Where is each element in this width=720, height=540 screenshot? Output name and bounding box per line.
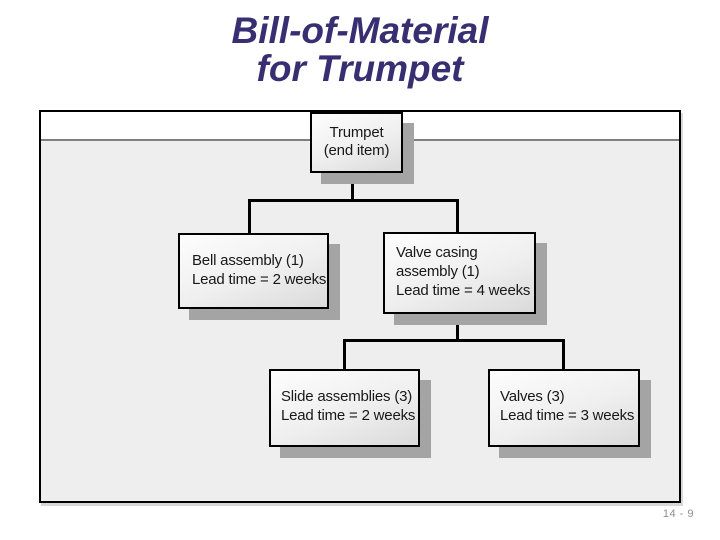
connector-to-valve-casing	[456, 200, 459, 232]
node-label-line: (end item)	[323, 142, 390, 159]
slide-title-line-2: for Trumpet	[256, 48, 464, 89]
slide-title-line-1: Bill-of-Material	[231, 10, 489, 51]
connector-trumpet-down	[351, 173, 354, 201]
node-label-line: Valves (3)	[500, 388, 565, 405]
node-bell-assembly: Bell assembly (1) Lead time = 2 weeks	[178, 233, 329, 309]
connector-to-valves	[562, 340, 565, 369]
node-slide-assemblies: Slide assemblies (3) Lead time = 2 weeks	[269, 369, 420, 447]
slide-title: Bill-of-Material for Trumpet	[0, 12, 720, 88]
node-label-line: Slide assemblies (3)	[281, 388, 413, 405]
node-valve-casing-assembly: Valve casing assembly (1) Lead time = 4 …	[383, 232, 536, 314]
node-label-line: Trumpet	[329, 124, 384, 141]
node-label-line: Bell assembly (1)	[192, 252, 304, 269]
node-label-line: Lead time = 2 weeks	[281, 407, 416, 424]
node-label-line: assembly (1)	[396, 263, 480, 280]
node-trumpet: Trumpet (end item)	[310, 112, 403, 173]
connector-level1-horizontal	[248, 199, 459, 202]
node-label-line: Lead time = 3 weeks	[500, 407, 635, 424]
connector-level2-horizontal	[343, 339, 565, 342]
connector-to-bell-assembly	[248, 200, 251, 233]
connector-valve-casing-down	[456, 310, 459, 342]
connector-to-slide-assemblies	[343, 340, 346, 369]
node-label-line: Lead time = 4 weeks	[396, 282, 531, 299]
frame-body-background	[41, 141, 679, 501]
page-number: 14 - 9	[662, 508, 694, 520]
node-valves: Valves (3) Lead time = 3 weeks	[488, 369, 640, 447]
node-label-line: Valve casing	[396, 244, 478, 261]
node-label-line: Lead time = 2 weeks	[192, 271, 327, 288]
